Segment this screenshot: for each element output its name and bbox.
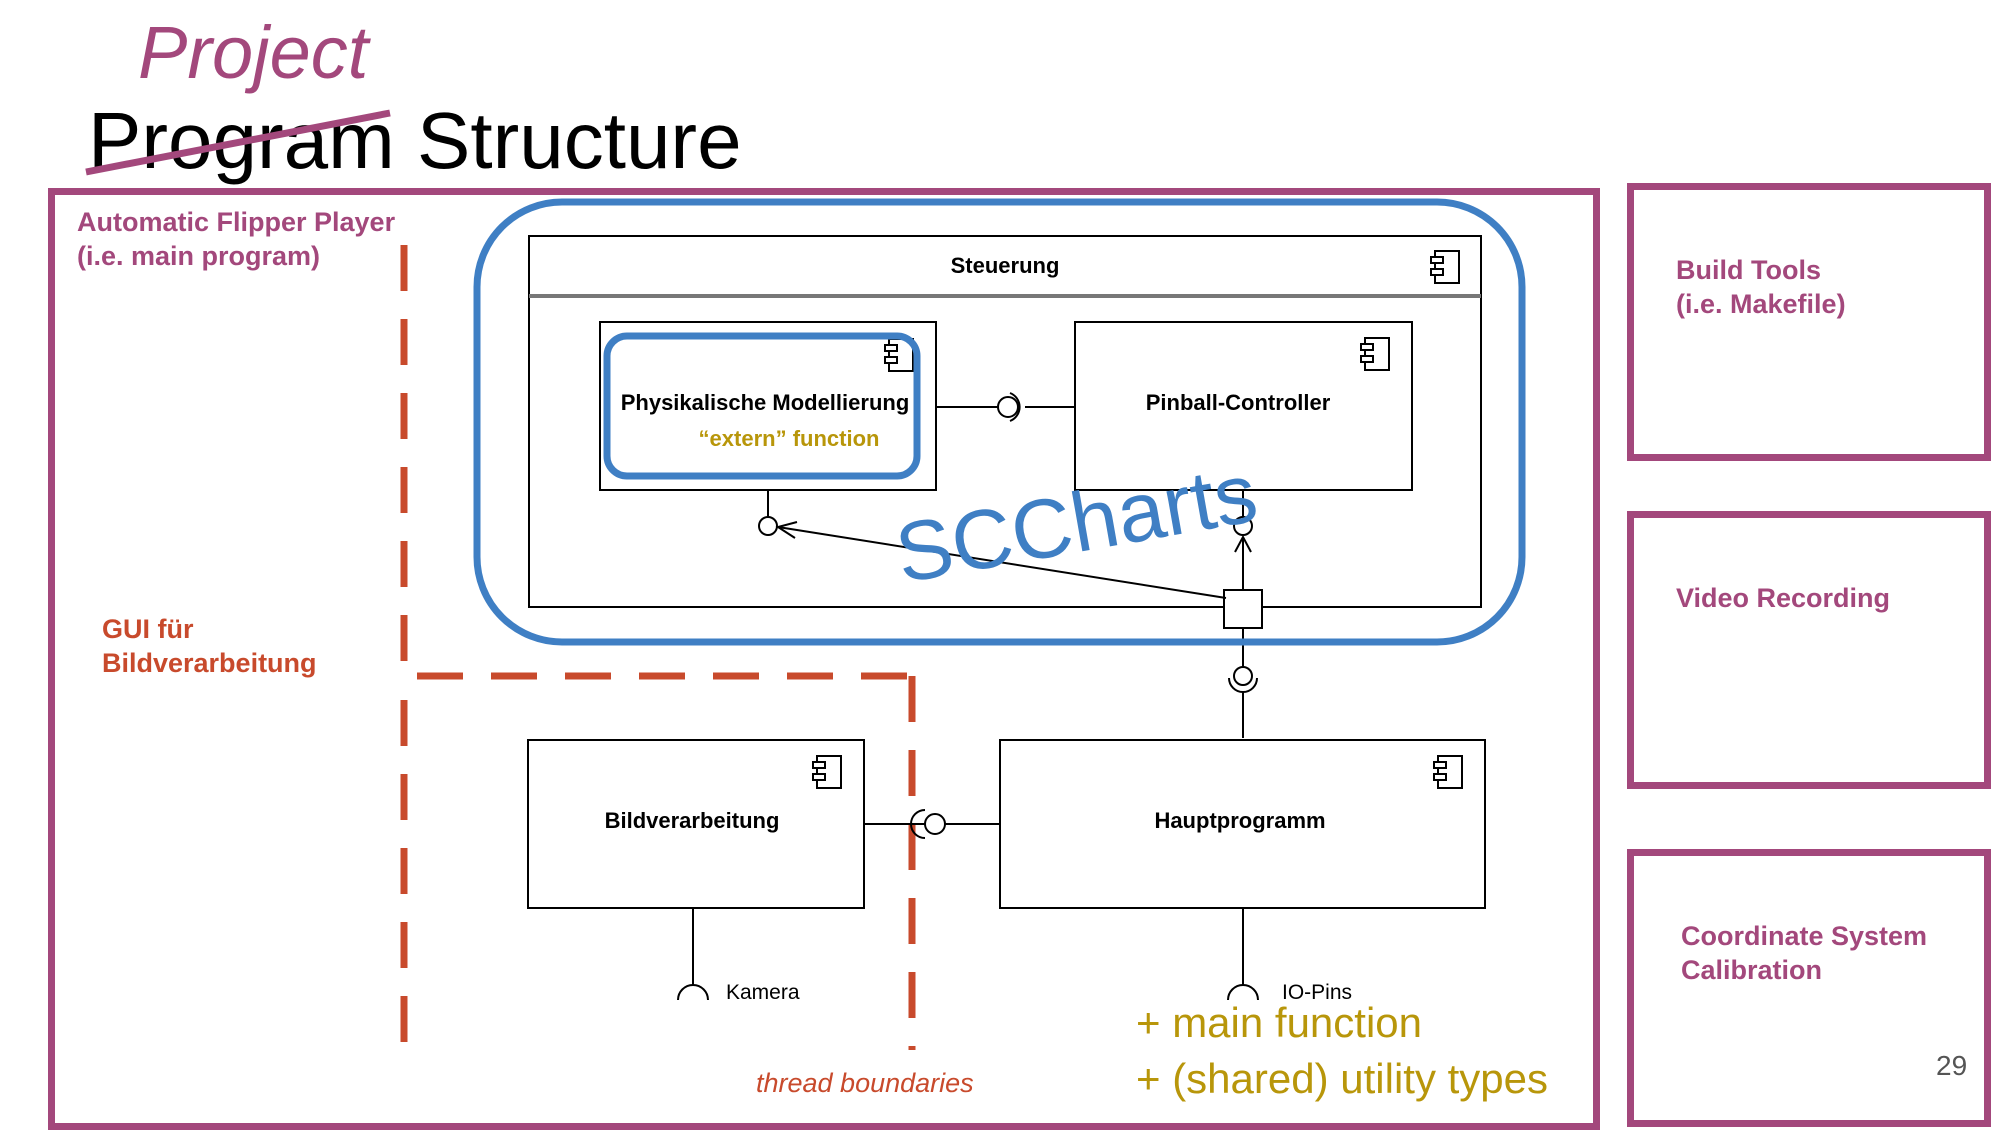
panel-build-tools xyxy=(1627,183,1991,461)
provided-interface xyxy=(1233,666,1253,686)
panel-coordinate-calibration xyxy=(1627,849,1991,1127)
required-interface xyxy=(910,809,926,839)
steuerung-port xyxy=(1223,589,1263,629)
io-pins-socket xyxy=(1227,984,1259,1001)
pinball-controller-label: Pinball-Controller xyxy=(1146,390,1331,415)
panel-build-tools-line2: (i.e. Makefile) xyxy=(1676,289,1846,319)
panel-video-recording-label: Video Recording xyxy=(1676,581,1890,615)
physik-component xyxy=(599,321,937,491)
required-interface xyxy=(1009,392,1021,422)
main-frame-label: Automatic Flipper Player (i.e. main prog… xyxy=(77,205,395,273)
extra-main-function: + main function xyxy=(1136,999,1423,1046)
panel-coordinate-calibration-line1: Coordinate System xyxy=(1681,921,1928,951)
panel-build-tools-label: Build Tools (i.e. Makefile) xyxy=(1676,253,1846,321)
thread-boundaries-label: thread boundaries xyxy=(756,1068,974,1098)
title-rest: Structure xyxy=(394,96,742,185)
hauptprogramm-label: Hauptprogramm xyxy=(1154,808,1325,833)
main-frame-label-line1: Automatic Flipper Player xyxy=(77,207,396,237)
physik-port xyxy=(758,516,778,536)
panel-video-recording-line1: Video Recording xyxy=(1676,583,1891,613)
extra-utility-types: + (shared) utility types xyxy=(1136,1055,1549,1102)
kamera-socket xyxy=(677,984,709,1001)
page-number: 29 xyxy=(1936,1050,1968,1081)
component-icon xyxy=(1433,755,1463,789)
extras-list: + main function + (shared) utility types xyxy=(1136,995,1548,1107)
bildverarbeitung-label: Bildverarbeitung xyxy=(605,808,780,833)
physik-label: Physikalische Modellierung xyxy=(621,390,910,415)
pinball-controller-component xyxy=(1074,321,1413,491)
extern-function-highlight xyxy=(603,332,921,480)
panel-video-recording xyxy=(1627,511,1991,789)
arrowhead xyxy=(1234,534,1252,553)
thread-boundary-upper xyxy=(400,245,912,680)
steuerung-component xyxy=(528,235,1482,608)
component-icon xyxy=(812,755,842,789)
title-replacement-word: Project xyxy=(138,11,369,94)
delegation-arrow-physik xyxy=(777,526,1227,599)
panel-coordinate-calibration-line2: Calibration xyxy=(1681,955,1823,985)
physik-note: “extern” function xyxy=(699,426,880,451)
steuerung-label: Steuerung xyxy=(951,253,1060,278)
component-icon xyxy=(1430,250,1460,284)
provided-interface xyxy=(997,396,1019,418)
gui-label-line2: Bildverarbeitung xyxy=(102,648,317,678)
title-strikethrough xyxy=(85,109,391,176)
main-frame-label-line2: (i.e. main program) xyxy=(77,241,321,271)
panel-build-tools-line1: Build Tools xyxy=(1676,255,1821,285)
bildverarbeitung-component xyxy=(527,739,865,909)
provided-interface xyxy=(924,813,946,835)
hauptprogramm-component xyxy=(999,739,1486,909)
scchart-boundary xyxy=(473,198,1526,646)
required-interface xyxy=(1228,677,1258,693)
gui-label: GUI für Bildverarbeitung xyxy=(102,612,317,680)
io-pins-label: IO-Pins xyxy=(1282,981,1352,1004)
thread-boundary-lines xyxy=(400,245,916,1050)
arrowhead xyxy=(775,521,798,539)
component-icon xyxy=(1360,337,1390,371)
panel-coordinate-calibration-label: Coordinate System Calibration xyxy=(1681,919,1927,987)
gui-label-line1: GUI für xyxy=(102,614,194,644)
kamera-label: Kamera xyxy=(726,981,800,1004)
